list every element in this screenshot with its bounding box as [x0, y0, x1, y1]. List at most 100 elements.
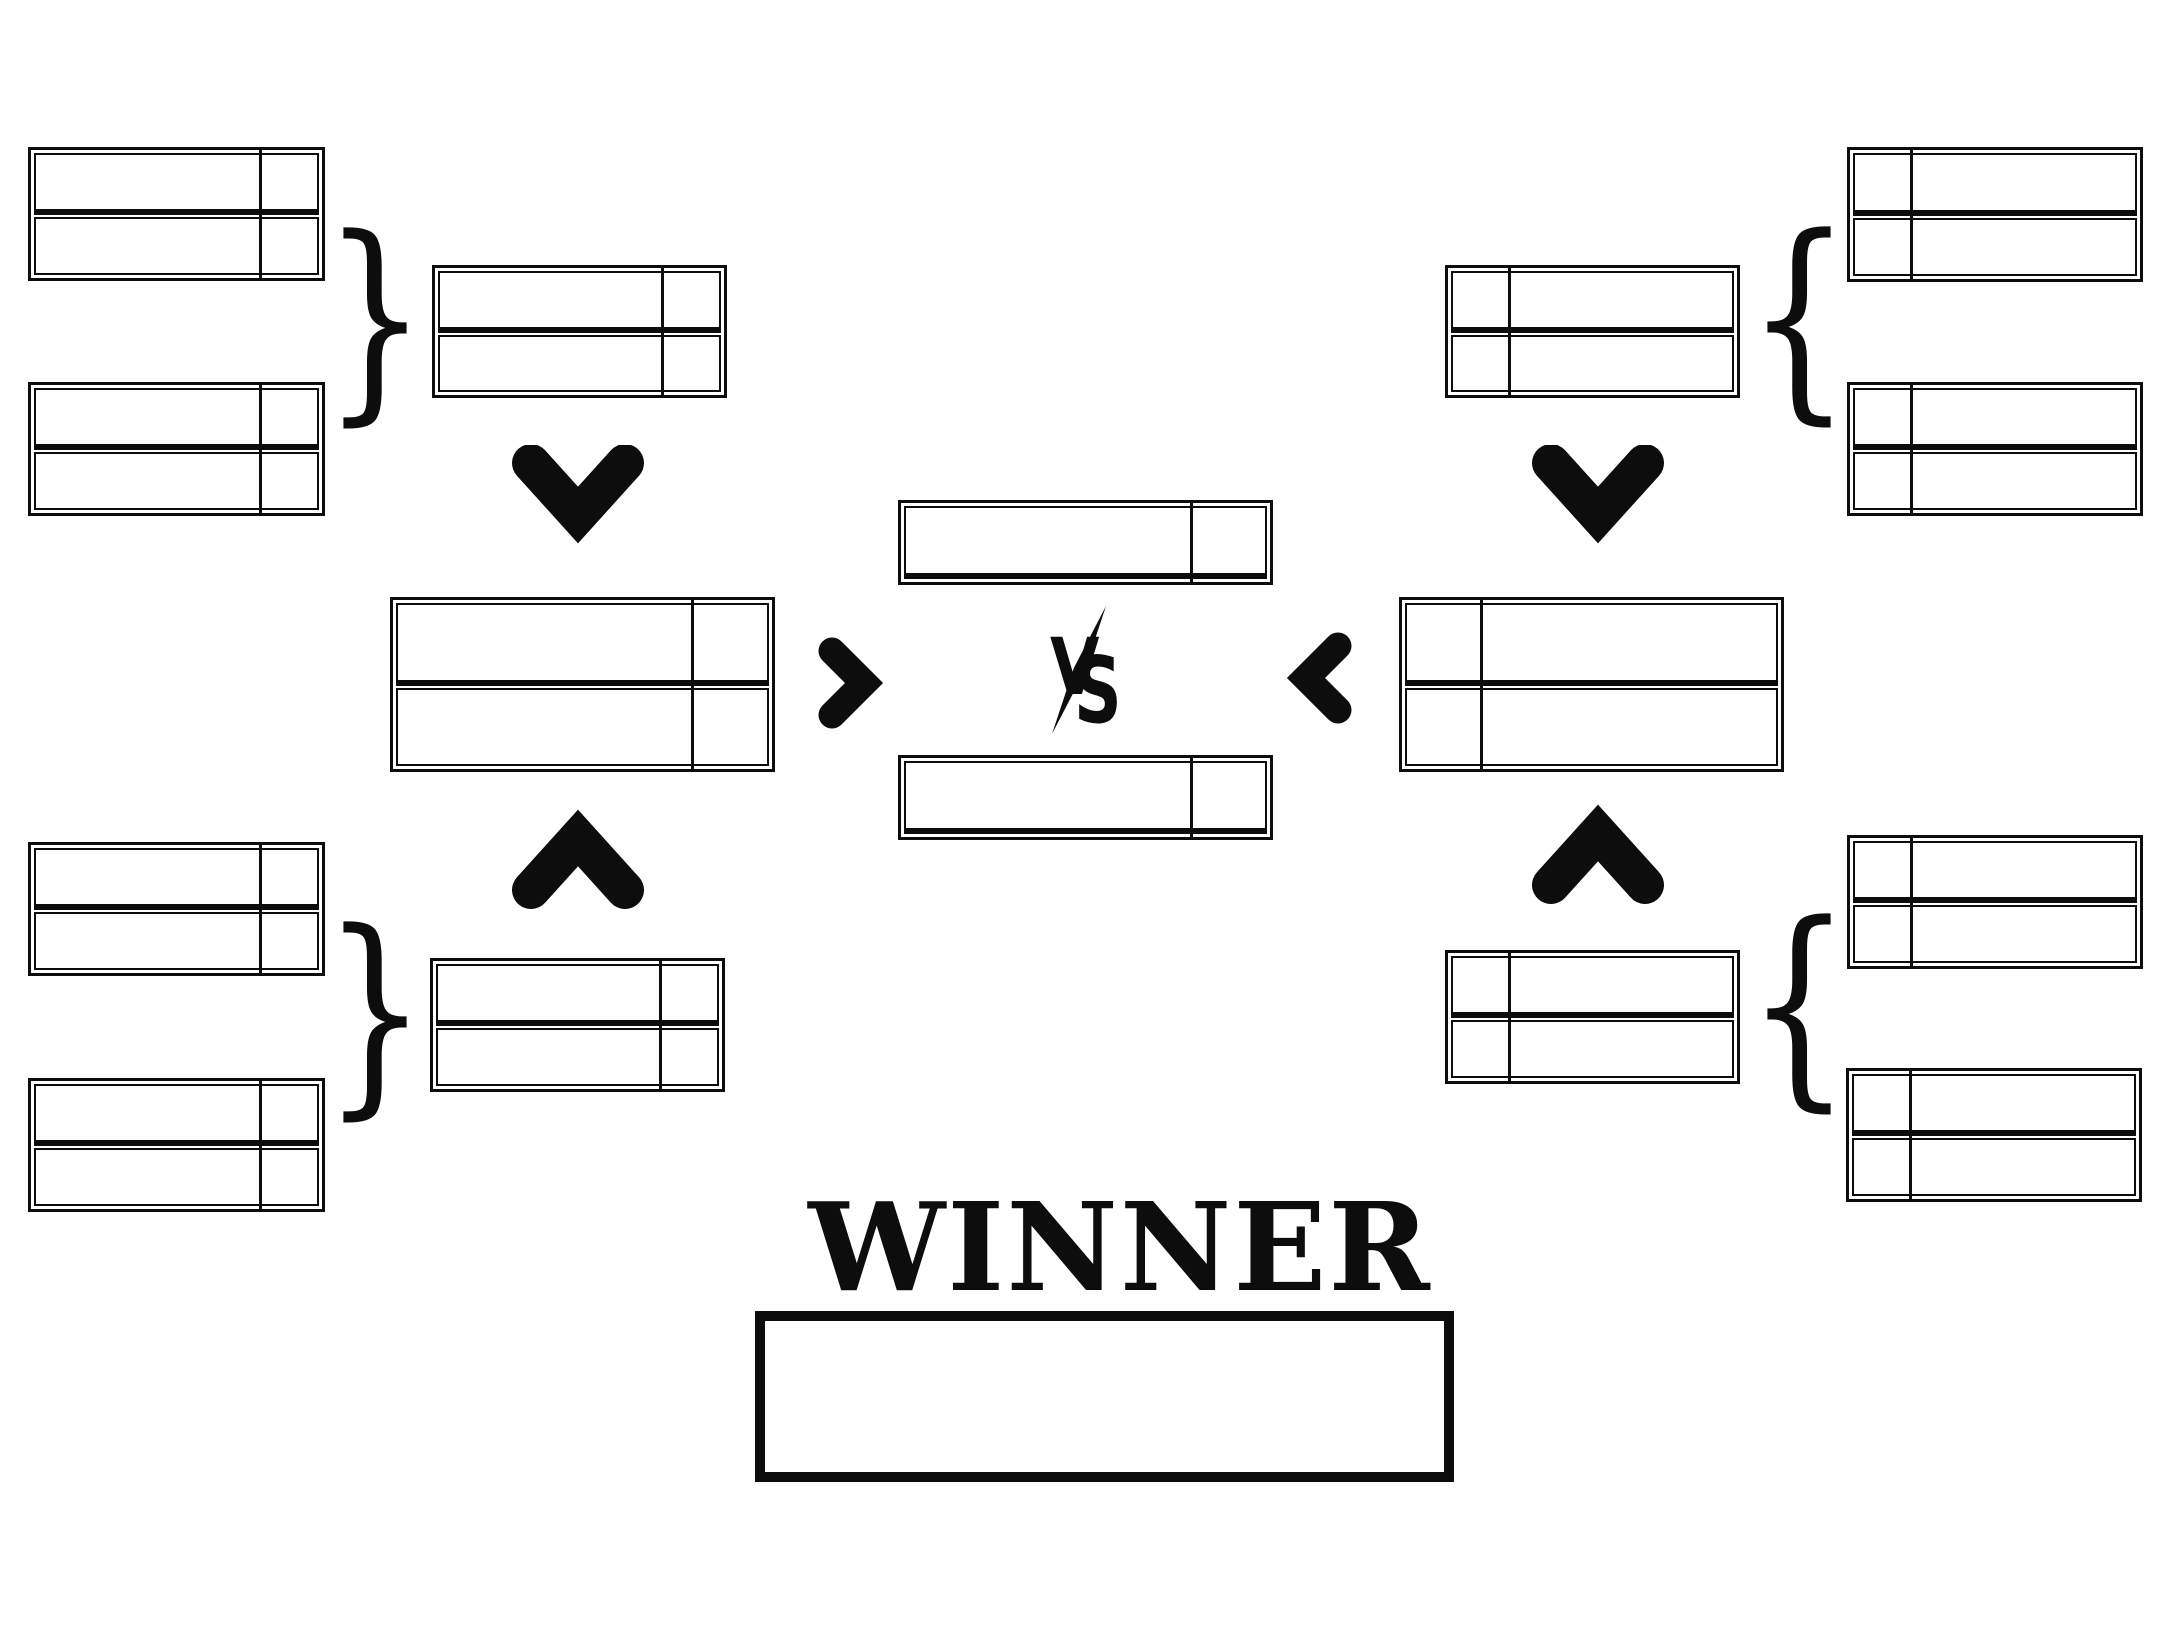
score-field[interactable] — [257, 454, 317, 508]
score-divider-line — [259, 385, 262, 513]
team-name-field[interactable] — [440, 273, 659, 327]
team-name-field[interactable] — [1914, 1076, 2134, 1130]
team-name-field[interactable] — [1914, 1140, 2134, 1194]
score-field[interactable] — [1855, 843, 1915, 897]
team-row — [34, 1148, 319, 1206]
match-box-right-round2-bottom — [1445, 950, 1740, 1084]
match-box-left-round2-bottom — [430, 958, 725, 1092]
team-name-field[interactable] — [36, 219, 257, 273]
score-divider-line — [1910, 838, 1913, 966]
score-field[interactable] — [1453, 1022, 1513, 1076]
score-field[interactable] — [257, 155, 317, 209]
score-field[interactable] — [257, 1150, 317, 1204]
team-row — [438, 334, 721, 392]
score-field[interactable] — [1453, 337, 1513, 391]
match-box-right-round2-top — [1445, 265, 1740, 398]
score-field[interactable] — [659, 337, 719, 391]
match-box-left-round2-top — [432, 265, 727, 398]
team-name-field[interactable] — [398, 605, 689, 680]
team-name-field[interactable] — [1915, 454, 2135, 508]
brace-left-top-icon: } — [322, 191, 428, 445]
team-name-field[interactable] — [1513, 337, 1732, 391]
team-name-field[interactable] — [438, 966, 657, 1020]
team-name-field[interactable] — [36, 454, 257, 508]
score-field[interactable] — [257, 390, 317, 444]
team-name-field[interactable] — [438, 1030, 657, 1084]
score-field[interactable] — [1855, 454, 1915, 508]
score-field[interactable] — [257, 850, 317, 904]
team-name-field[interactable] — [1915, 220, 2135, 275]
team-name-field[interactable] — [36, 850, 257, 904]
score-divider-line — [259, 845, 262, 973]
team-name-field[interactable] — [1513, 958, 1732, 1012]
team-name-field[interactable] — [440, 337, 659, 391]
chevron-down-icon — [508, 445, 648, 555]
team-row — [1451, 1020, 1734, 1078]
team-name-field[interactable] — [906, 763, 1188, 828]
team-name-field[interactable] — [36, 1150, 257, 1204]
brace-left-bottom-icon: } — [322, 885, 428, 1139]
score-field[interactable] — [1855, 907, 1915, 961]
score-field[interactable] — [1188, 763, 1265, 828]
score-divider-line — [259, 1081, 262, 1209]
score-field[interactable] — [659, 273, 719, 327]
score-divider-line — [1508, 953, 1511, 1081]
team-name-field[interactable] — [36, 155, 257, 209]
score-field[interactable] — [1855, 220, 1915, 275]
score-field[interactable] — [1854, 1076, 1914, 1130]
score-divider-line — [1190, 503, 1193, 582]
team-row — [1853, 153, 2137, 216]
final-slot-left — [898, 500, 1273, 585]
team-row — [436, 1028, 719, 1086]
score-field[interactable] — [1855, 390, 1915, 444]
match-box-left-round1-d — [28, 1078, 325, 1212]
score-field[interactable] — [1188, 508, 1265, 573]
match-box-right-semifinal — [1399, 597, 1784, 772]
vs-slash-icon — [1052, 606, 1106, 734]
score-field[interactable] — [1855, 155, 1915, 210]
brace-right-bottom-icon: { — [1746, 877, 1852, 1131]
score-field[interactable] — [257, 219, 317, 273]
team-name-field[interactable] — [1915, 155, 2135, 210]
team-name-field[interactable] — [906, 508, 1188, 573]
team-name-field[interactable] — [1915, 390, 2135, 444]
team-row — [34, 388, 319, 450]
team-name-field[interactable] — [36, 914, 257, 968]
team-name-field[interactable] — [36, 390, 257, 444]
score-divider-line — [1190, 758, 1193, 837]
team-name-field[interactable] — [1485, 605, 1776, 680]
score-field[interactable] — [1407, 605, 1485, 680]
team-row — [34, 1084, 319, 1146]
team-row — [1451, 271, 1734, 333]
score-field[interactable] — [257, 1086, 317, 1140]
match-box-left-round1-b — [28, 382, 325, 516]
team-name-field[interactable] — [1513, 1022, 1732, 1076]
score-field[interactable] — [689, 690, 767, 765]
score-field[interactable] — [1453, 958, 1513, 1012]
score-field[interactable] — [1854, 1140, 1914, 1194]
score-field[interactable] — [1453, 273, 1513, 327]
team-row — [1405, 687, 1778, 766]
team-row — [34, 153, 319, 215]
team-name-field[interactable] — [36, 1086, 257, 1140]
score-field[interactable] — [657, 1030, 717, 1084]
team-name-field[interactable] — [1915, 843, 2135, 897]
team-name-field[interactable] — [1485, 690, 1776, 765]
score-field[interactable] — [689, 605, 767, 680]
team-row — [34, 912, 319, 970]
score-divider-line — [1910, 385, 1913, 513]
team-row — [396, 687, 769, 766]
team-name-field[interactable] — [398, 690, 689, 765]
team-row — [396, 603, 769, 686]
team-row — [438, 271, 721, 333]
score-field[interactable] — [257, 914, 317, 968]
score-field[interactable] — [657, 966, 717, 1020]
chevron-up-icon — [1528, 795, 1668, 905]
score-divider-line — [659, 961, 662, 1089]
team-row — [34, 452, 319, 510]
winner-name-field[interactable] — [765, 1321, 1444, 1472]
vs-letter-s: S — [1074, 637, 1122, 740]
score-field[interactable] — [1407, 690, 1485, 765]
team-name-field[interactable] — [1915, 907, 2135, 961]
team-name-field[interactable] — [1513, 273, 1732, 327]
